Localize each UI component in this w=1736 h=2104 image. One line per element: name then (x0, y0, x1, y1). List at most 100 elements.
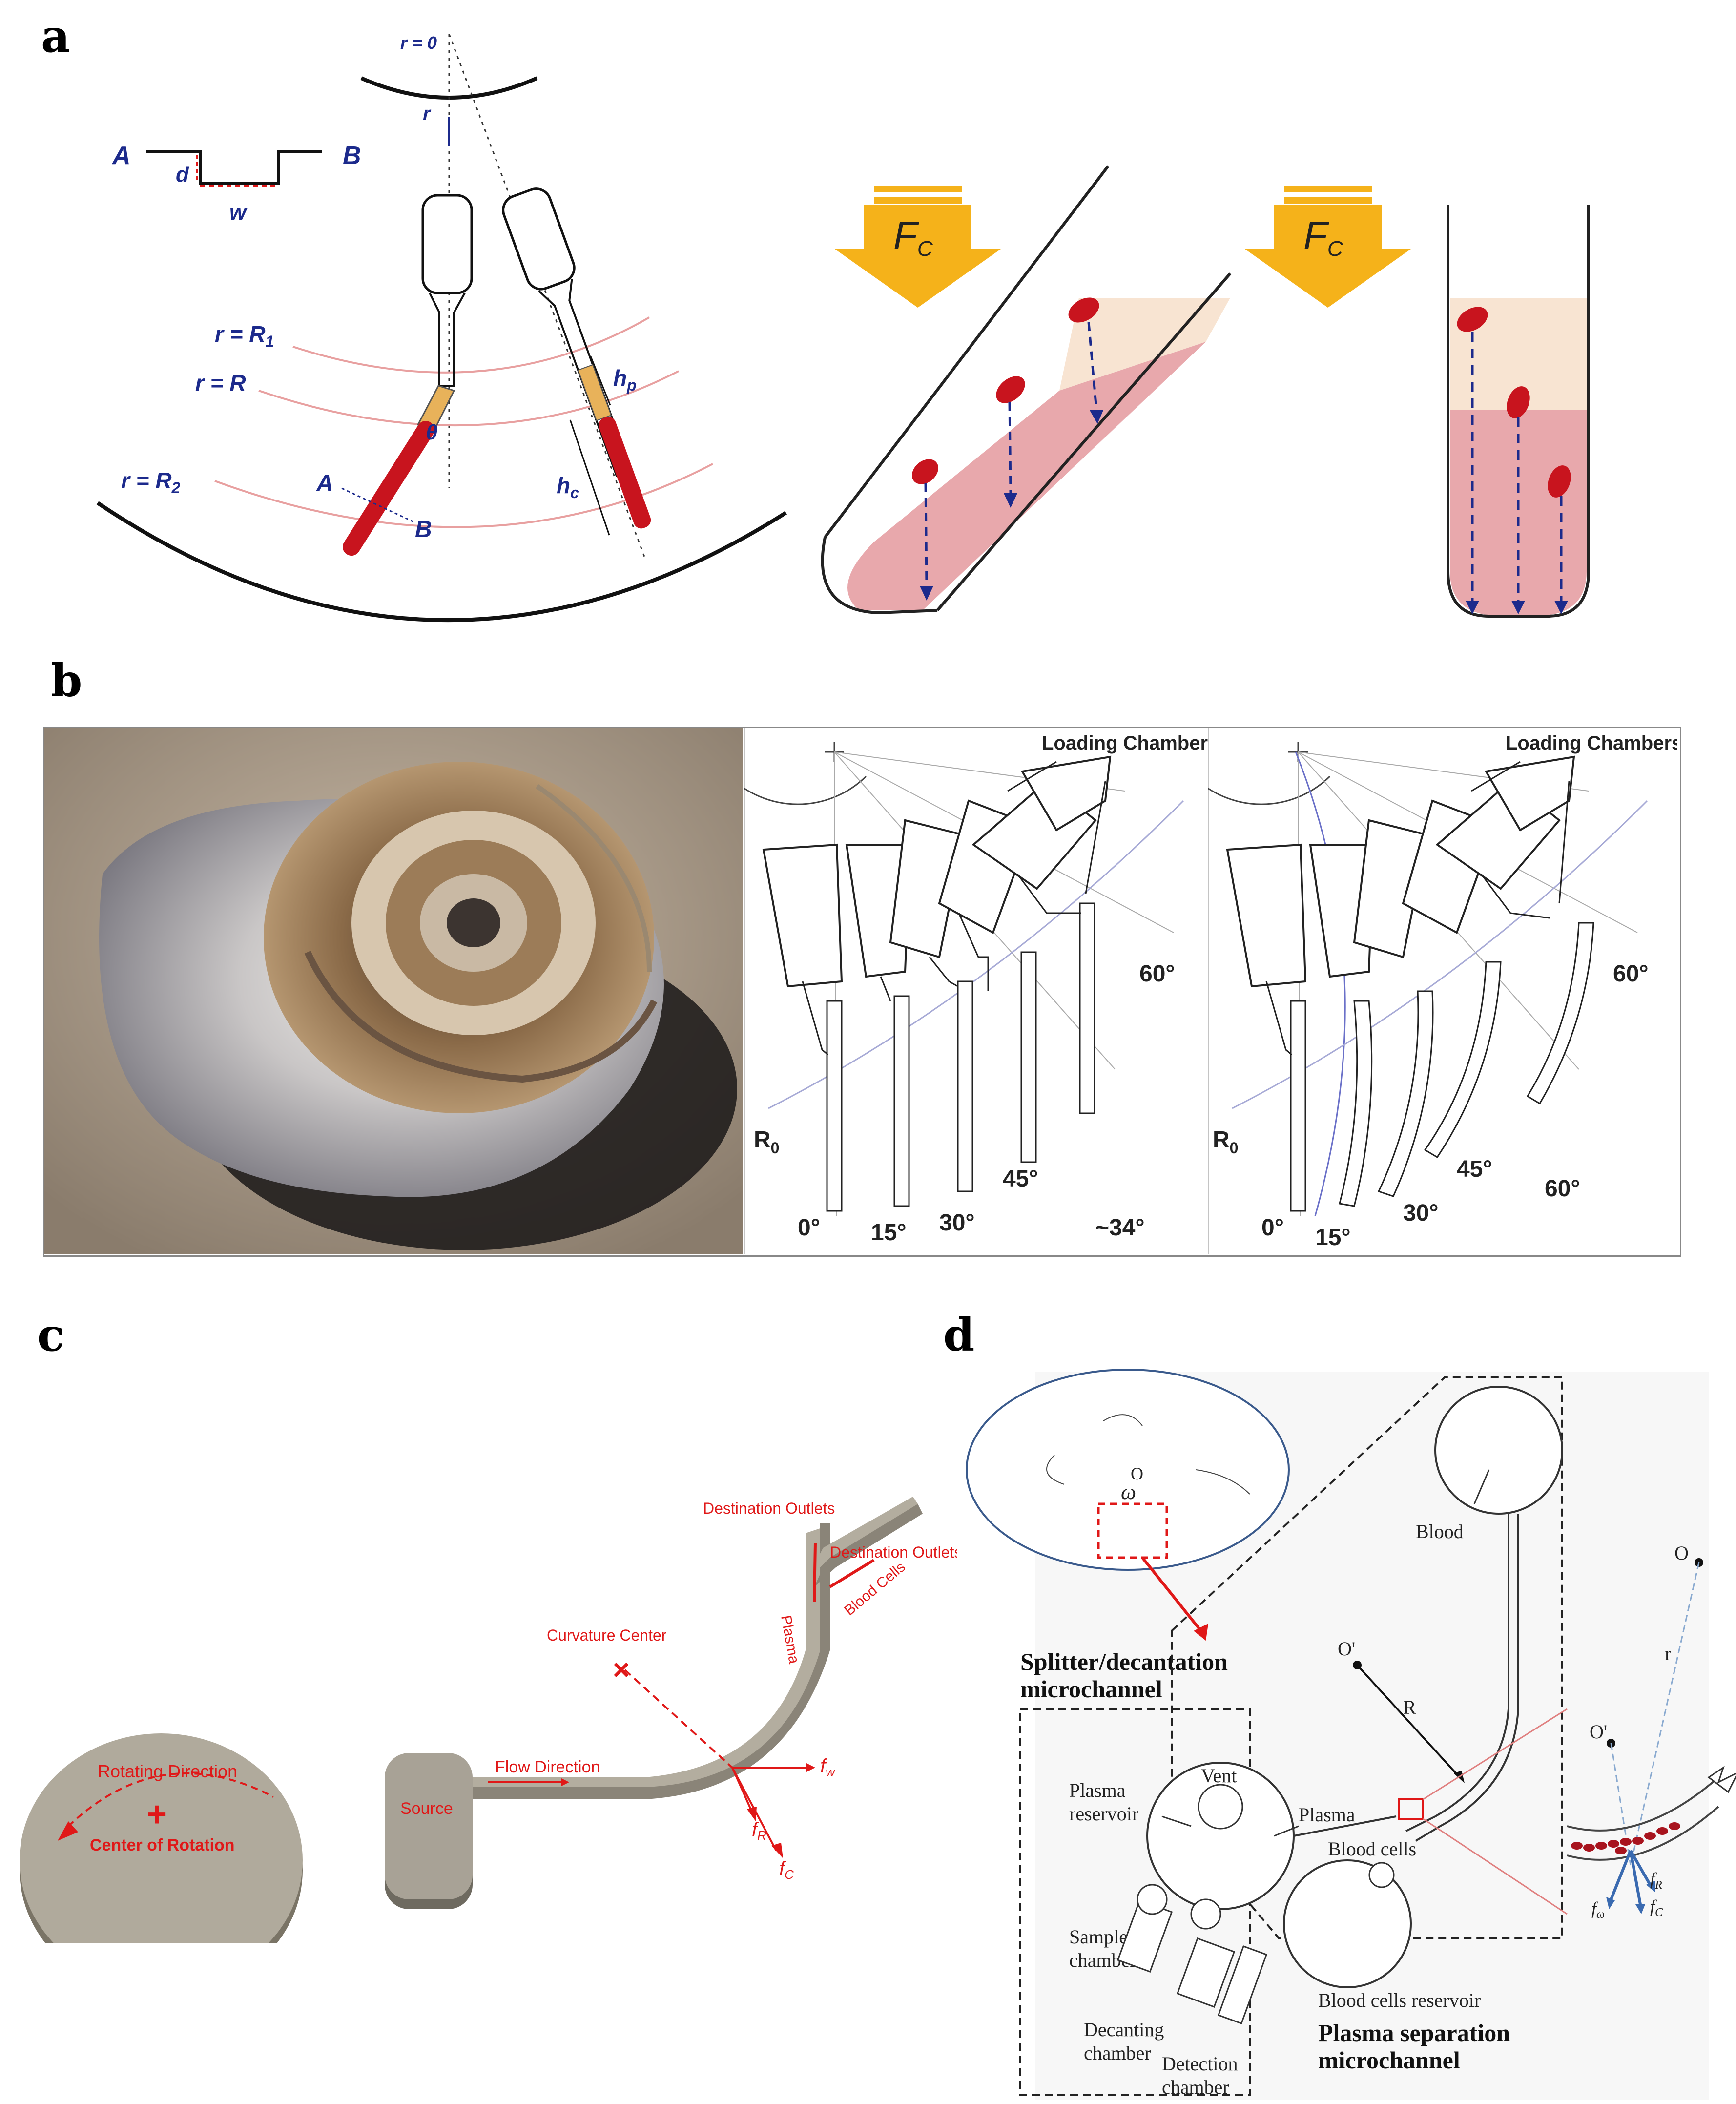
label-splitter-2: microchannel (1020, 1675, 1162, 1703)
label-blood-cells-reservoir: Blood cells reservoir (1318, 1989, 1481, 2011)
angle-45-right: 45° (1457, 1156, 1492, 1182)
label-rR1: r = R1 (215, 321, 274, 350)
label-B-top: B (343, 142, 361, 170)
disk-overview (966, 1369, 1290, 1571)
label-r: r (423, 103, 432, 125)
label-Oprime: O' (1338, 1638, 1355, 1660)
angle-15-right: 15° (1315, 1225, 1351, 1250)
blood-chamber (1434, 1386, 1563, 1515)
label-dest2: Destination Outlets (830, 1543, 957, 1561)
cross-section-profile (146, 150, 322, 185)
label-hp: hp (613, 365, 637, 394)
detection-chamber (1217, 1945, 1268, 2024)
panel-letter-c: c (37, 1309, 65, 1361)
blood-cells-reservoir (1283, 1859, 1412, 1988)
label-r-right: r (1665, 1643, 1671, 1665)
label-rotating-direction: Rotating Direction (98, 1761, 237, 1781)
decanting-chamber (1176, 1937, 1236, 2008)
label-vent: Vent (1201, 1765, 1237, 1787)
nautilus-shell-photo (44, 728, 743, 1254)
svg-text:×: × (613, 1653, 630, 1686)
angle-60-right-top: 60° (1613, 961, 1649, 987)
vent (1198, 1784, 1243, 1830)
tilted-axis (448, 34, 645, 557)
label-blood-cells-d: Blood cells (1328, 1838, 1416, 1860)
label-w: w (229, 201, 248, 225)
label-Oprime-right: O' (1590, 1721, 1607, 1743)
label-plasma-res-2: reservoir (1069, 1803, 1138, 1825)
fc-arrow-left: FC (835, 186, 1001, 308)
label-curvature-center: Curvature Center (547, 1626, 667, 1644)
tube-tilted (502, 187, 651, 529)
label-B-bent: B (415, 517, 432, 542)
label-plasma-d: Plasma (1299, 1804, 1355, 1826)
label-source: Source (400, 1799, 453, 1818)
panel-b-schematic-left: Loading Chambers R0 0° 15° 30° 45° ~34° … (744, 728, 1208, 1254)
angle-45-left: 45° (1003, 1166, 1038, 1192)
label-dest1: Destination Outlets (703, 1500, 835, 1517)
label-rR: r = R (195, 370, 246, 396)
arc-R1 (292, 316, 650, 374)
label-R0-right: R0 (1213, 1127, 1238, 1157)
label-O-center: O (1131, 1464, 1143, 1483)
arc-R (258, 370, 679, 427)
angle-60-right-low: 60° (1545, 1176, 1580, 1202)
angle-60-left: 60° (1139, 961, 1175, 987)
zoom-box-small (1097, 1502, 1168, 1559)
loading-chambers-label-left: Loading Chambers (1042, 732, 1208, 754)
label-r0: r = 0 (400, 33, 437, 53)
label-R-d: R (1403, 1696, 1416, 1718)
rbc-cluster (1571, 1822, 1680, 1854)
panel-a-figure: r = 0 r A B d w r = R1 r = R r = R2 θ A … (96, 33, 1590, 622)
angle-30-left: 30° (939, 1210, 975, 1236)
label-rR2: r = R2 (121, 468, 181, 497)
fc-arrow-right: FC (1245, 186, 1411, 308)
bent-red-section (343, 421, 434, 556)
label-center-rotation: Center of Rotation (90, 1836, 235, 1854)
panel-d-figure: ω O Splitter/decantation microchannel Bl… (966, 1369, 1736, 2100)
panel-c-figure: Rotating Direction + Center of Rotation … (20, 1497, 957, 1943)
label-plasma-c: Plasma (778, 1614, 802, 1665)
zoom-box-channel (1398, 1798, 1424, 1820)
label-flow-direction: Flow Direction (495, 1758, 600, 1776)
svg-text:FC: FC (1303, 214, 1343, 261)
label-psep-2: microchannel (1318, 2046, 1460, 2074)
arc-R2 (214, 463, 713, 528)
panel-b-schematic-right: Loading Chambers R0 0° 15° 30° 45° 60° 6… (1208, 728, 1677, 1254)
angle-15-left: 15° (871, 1220, 907, 1246)
label-detect-1: Detection (1162, 2053, 1238, 2075)
label-hc: hc (557, 473, 579, 501)
label-blood: Blood (1416, 1521, 1464, 1542)
loading-chambers-label-right: Loading Chambers (1506, 732, 1677, 754)
label-O-right: O (1674, 1542, 1689, 1564)
source-reservoir (385, 1753, 473, 1899)
panel-letter-b: b (51, 654, 83, 707)
label-decant-1: Decanting (1084, 2019, 1164, 2041)
label-omega: ω (1121, 1480, 1136, 1504)
label-d: d (176, 163, 189, 187)
tube-chamber-vertical (421, 194, 473, 294)
label-fC: fC (779, 1858, 794, 1882)
label-plasma-res-1: Plasma (1069, 1779, 1126, 1801)
label-theta: θ (426, 420, 438, 444)
panel-letter-d: d (943, 1309, 975, 1361)
label-psep-1: Plasma separation (1318, 2019, 1510, 2046)
svg-text:FC: FC (893, 214, 933, 261)
label-fR: fR (752, 1819, 766, 1843)
angle-34-left: ~34° (1095, 1215, 1145, 1241)
curvature-radius (624, 1669, 733, 1769)
flow-arrow-open (1707, 1766, 1736, 1793)
label-bloodcells-c: Blood Cells (841, 1559, 908, 1619)
panel-letter-a: a (41, 10, 70, 62)
label-detect-2: chamber (1162, 2076, 1229, 2098)
label-fw: fw (820, 1755, 836, 1779)
label-decant-2: chamber (1084, 2042, 1151, 2064)
label-R0-left: R0 (754, 1127, 779, 1157)
label-splitter-1: Splitter/decantation (1020, 1648, 1228, 1675)
center-plus: + (146, 1795, 167, 1834)
angle-30-right: 30° (1403, 1200, 1439, 1226)
label-A-bent: A (316, 471, 333, 497)
outer-rotor-arc (96, 501, 787, 622)
rotating-disk (20, 1733, 303, 1943)
angle-0-right: 0° (1261, 1215, 1284, 1241)
